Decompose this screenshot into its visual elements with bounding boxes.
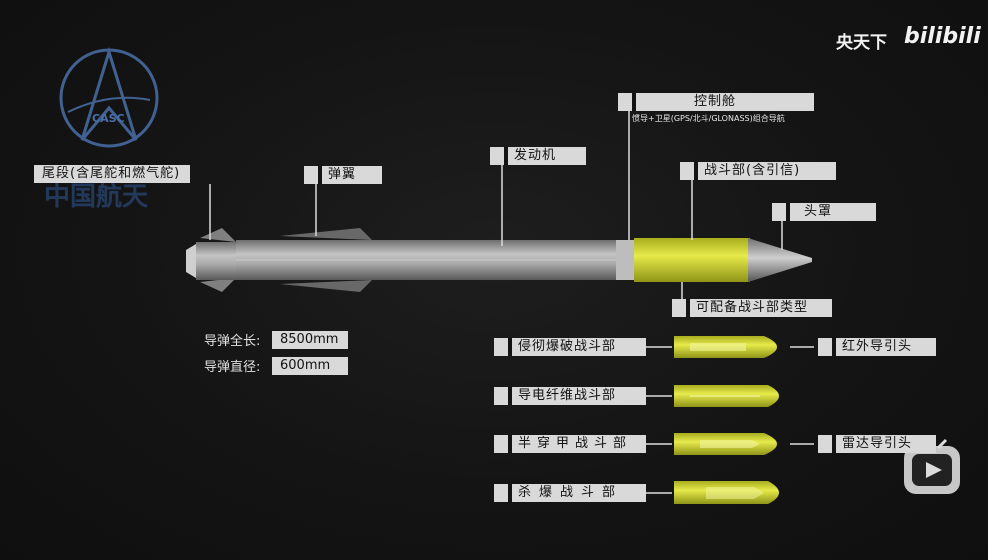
label-engine: 发动机	[490, 147, 586, 165]
spec-diameter-value: 600mm	[272, 357, 348, 375]
bilibili-logo: bilibili	[904, 24, 981, 49]
channel-watermark: 央天下	[836, 33, 887, 53]
seeker-infrared-text: 红外导引头	[842, 339, 913, 354]
casc-logo	[59, 46, 159, 148]
warhead-type-1-text: 侵彻爆破战斗部	[518, 339, 617, 354]
label-control: 控制舱	[618, 93, 814, 111]
label-control-sub: 惯导+卫星(GPS/北斗/GLONASS)组合导航	[632, 114, 785, 123]
label-warhead-types: 可配备战斗部类型	[672, 299, 832, 317]
label-wing-text: 弹翼	[328, 167, 357, 182]
spec-length-value: 8500mm	[272, 331, 348, 349]
label-wing: 弹翼	[304, 166, 382, 184]
warhead-icon-frag	[674, 481, 779, 504]
warhead-icon-fiber	[674, 385, 779, 407]
label-warhead: 战斗部(含引信)	[680, 162, 836, 180]
spec-diameter-label: 导弹直径:	[204, 360, 261, 375]
label-tail-text: 尾段(含尾舵和燃气舵)	[42, 166, 181, 181]
label-warhead-text: 战斗部(含引信)	[704, 163, 801, 178]
warhead-icon-penetration	[674, 336, 777, 358]
missile-body	[186, 228, 812, 292]
label-control-text: 控制舱	[694, 94, 737, 109]
warhead-type-1: 侵彻爆破战斗部	[494, 338, 646, 356]
label-warhead-types-text: 可配备战斗部类型	[696, 300, 809, 315]
label-tail: 尾段(含尾舵和燃气舵)	[34, 165, 191, 183]
warhead-icon-semi-armor	[674, 433, 777, 455]
label-nose-text: 头罩	[804, 204, 833, 219]
warhead-type-3-text: 半穿甲战斗部	[518, 436, 633, 451]
spec-length-label: 导弹全长:	[204, 334, 261, 349]
seeker-infrared: 红外导引头	[818, 338, 936, 356]
casc-logo-text: CASC	[92, 112, 125, 125]
warhead-type-3: 半穿甲战斗部	[494, 435, 646, 453]
label-nose: 头罩	[772, 203, 876, 221]
casc-logo-cn: 中国航天	[44, 182, 149, 212]
warhead-type-4: 杀爆战斗部	[494, 484, 646, 502]
seeker-radar: 雷达导引头	[818, 435, 936, 453]
seeker-radar-text: 雷达导引头	[842, 436, 913, 451]
warhead-type-4-text: 杀爆战斗部	[518, 485, 624, 500]
warhead-type-2: 导电纤维战斗部	[494, 387, 646, 405]
pointer-lines	[209, 110, 814, 494]
label-engine-text: 发动机	[514, 148, 557, 163]
warhead-type-2-text: 导电纤维战斗部	[518, 388, 617, 403]
